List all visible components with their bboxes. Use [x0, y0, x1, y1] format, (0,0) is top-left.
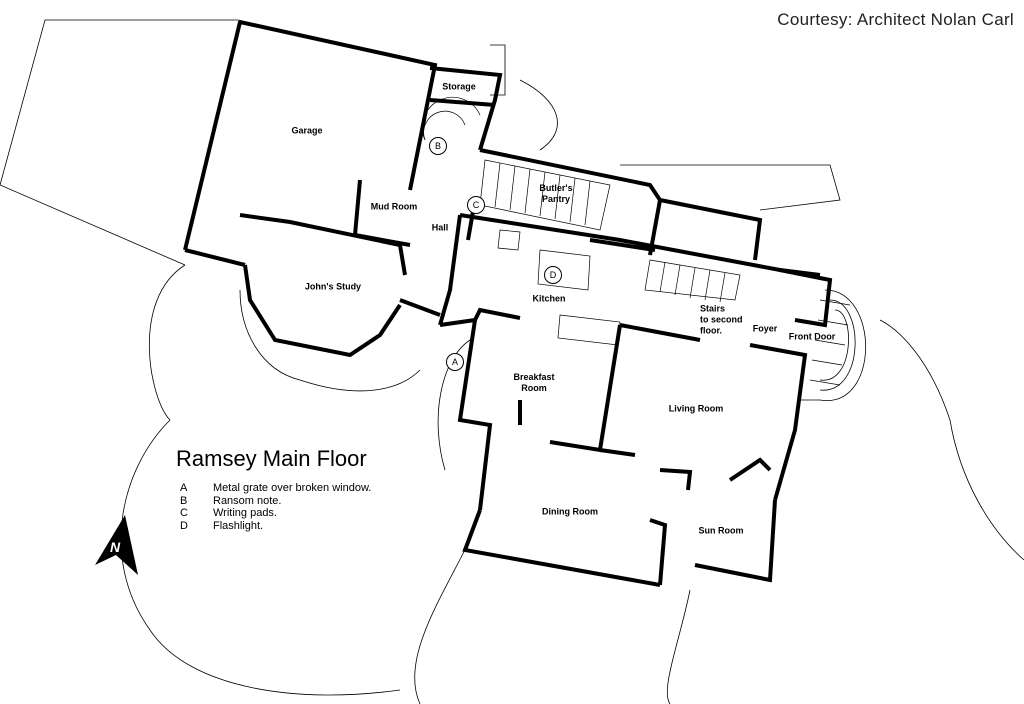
evidence-marker-b: B: [429, 137, 447, 155]
room-label-johns-study: John's Study: [304, 281, 362, 292]
room-label-line: Room: [521, 383, 547, 393]
legend-item: D Flashlight.: [180, 520, 371, 533]
room-label-line: Stairs: [700, 303, 726, 314]
room-label-mud-room: Mud Room: [370, 201, 418, 212]
room-label-storage: Storage: [442, 81, 476, 92]
room-label-line: Breakfast: [513, 372, 555, 382]
room-label-line: floor.: [700, 325, 722, 336]
north-arrow: [95, 515, 138, 575]
room-label-living-room: Living Room: [668, 403, 724, 414]
north-label: N: [109, 539, 121, 555]
room-label-hall: Hall: [431, 222, 449, 233]
room-label-line: Pantry: [541, 194, 570, 204]
legend-text: Ransom note.: [213, 494, 282, 507]
room-label-kitchen: Kitchen: [532, 293, 566, 304]
legend-key: D: [180, 519, 188, 532]
room-label-line: Butler's: [539, 183, 573, 193]
plan-title: Ramsey Main Floor: [176, 446, 367, 471]
legend: A Metal grate over broken window. B Ransom…: [180, 482, 371, 532]
room-label-dining-room: Dining Room: [542, 506, 598, 517]
room-label-front-door: Front Door: [788, 331, 836, 342]
room-label-garage: Garage: [291, 125, 323, 136]
legend-text: Metal grate over broken window.: [213, 482, 372, 494]
legend-key: B: [180, 494, 188, 507]
evidence-marker-a: A: [446, 353, 464, 371]
stairs: [421, 96, 851, 386]
room-label-sun-room: Sun Room: [698, 525, 744, 536]
legend-item: B Ransom note.: [180, 495, 371, 508]
legend-item: A Metal grate over broken window.: [180, 482, 371, 495]
legend-text: Writing pads.: [213, 507, 277, 519]
room-label-foyer: Foyer: [752, 323, 778, 334]
evidence-marker-c: C: [467, 196, 485, 214]
walls: [183, 19, 833, 587]
legend-key: C: [180, 507, 188, 519]
courtesy-credit: Courtesy: Architect Nolan Carl: [777, 10, 1014, 29]
legend-text: Flashlight.: [213, 519, 264, 532]
site-outlines: [0, 19, 1024, 704]
evidence-marker-d: D: [544, 266, 562, 284]
room-label-line: to second: [700, 314, 743, 325]
legend-key: A: [180, 482, 188, 494]
legend-item: C Writing pads.: [180, 507, 371, 520]
